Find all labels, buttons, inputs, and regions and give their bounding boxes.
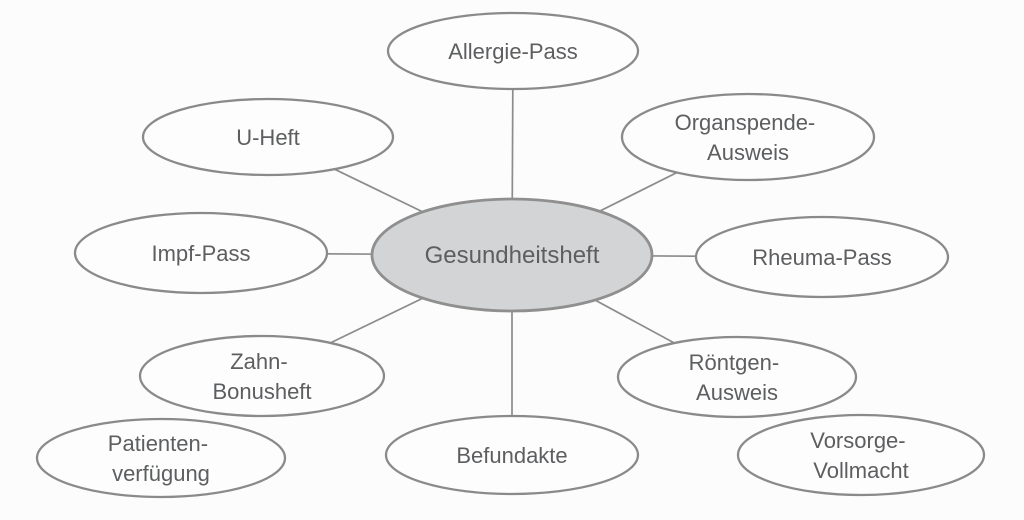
node-label-line: Patienten- [108,431,208,456]
node-label-befundakte: Befundakte [456,443,567,468]
node-label-line: Vollmacht [813,458,908,483]
node-ellipse-u-heft [141,97,395,177]
node-label-line: Ausweis [696,380,778,405]
node-label-zahn-bonusheft: Zahn- Bonusheft [212,349,311,404]
node-label-line: Röntgen- [689,350,780,375]
node-label-line: Organspende- [675,110,816,135]
node-ellipse-vorsorge-vollmacht [736,413,986,497]
node-ellipse-organspende-ausweis [620,92,876,182]
node-ellipse-befundakte [384,414,640,496]
node-ellipse-allergie-pass [386,11,640,91]
node-label-allergie-pass: Allergie-Pass [448,39,578,64]
node-ellipse-impf-pass [73,211,329,295]
node-label-rheuma-pass: Rheuma-Pass [752,245,891,270]
node-label-line: Ausweis [707,140,789,165]
node-ellipse-gesundheitsheft [370,197,654,313]
node-label-patientenverfuegung: Patienten- verfügung [108,431,214,486]
node-label-line: Bonusheft [212,379,311,404]
node-label-impf-pass: Impf-Pass [151,241,250,266]
node-label-gesundheitsheft: Gesundheitsheft [425,242,600,269]
node-label-u-heft: U-Heft [236,125,300,150]
node-ellipse-rheuma-pass [694,215,950,299]
node-label-organspende-ausweis: Organspende- Ausweis [675,110,822,165]
node-ellipse-patientenverfuegung [35,417,287,499]
node-label-roentgen-ausweis: Röntgen- Ausweis [689,350,786,405]
node-label-vorsorge-vollmacht: Vorsorge- Vollmacht [810,428,912,483]
node-label-line: verfügung [112,461,210,486]
node-ellipse-zahn-bonusheft [138,334,386,418]
node-label-line: Vorsorge- [810,428,905,453]
node-ellipse-roentgen-ausweis [616,335,858,419]
node-label-line: Zahn- [230,349,287,374]
